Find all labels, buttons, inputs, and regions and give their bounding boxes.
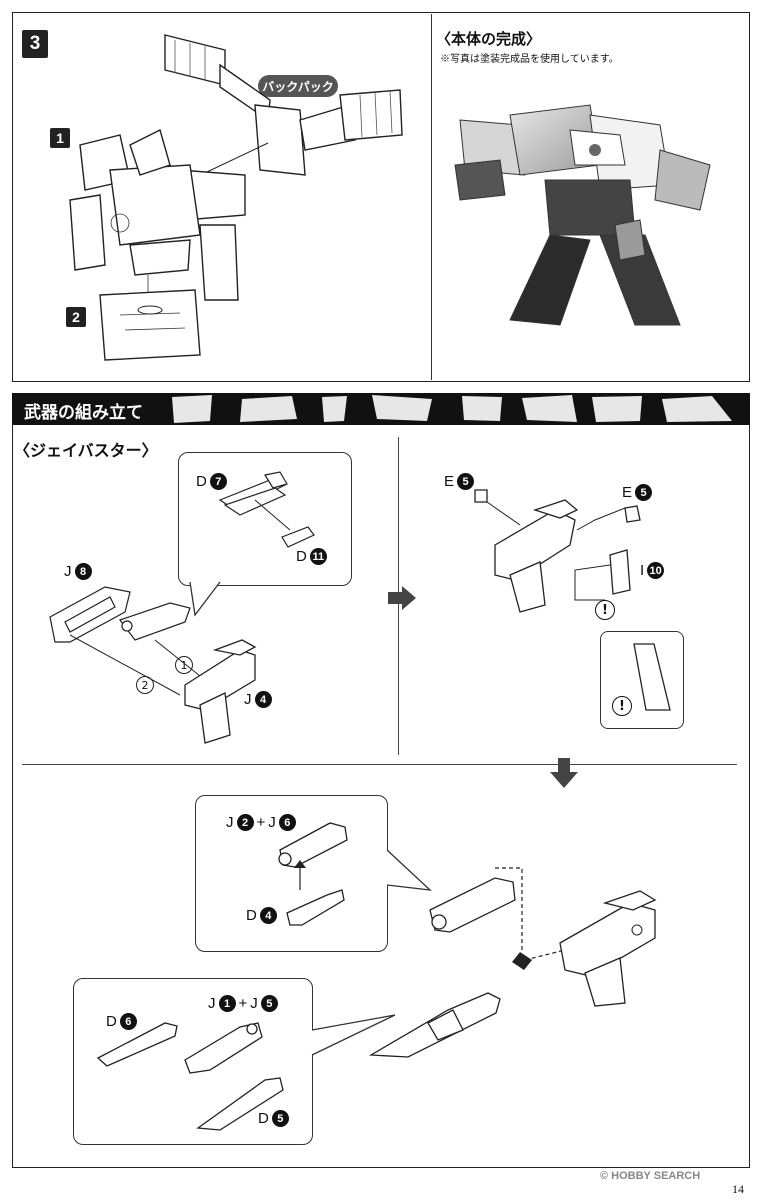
section-title: 武器の組み立て	[24, 403, 143, 422]
part-d11	[281, 526, 315, 548]
complete-title: 〈本体の完成〉	[436, 31, 542, 48]
part-barrel-assembled	[429, 877, 516, 933]
part-d4	[286, 889, 345, 926]
completed-robot-photo	[454, 104, 711, 326]
part-middle-assembly	[119, 602, 191, 641]
header-brush-pattern	[172, 395, 732, 423]
part-d6	[96, 1022, 178, 1067]
part-j8	[49, 586, 131, 643]
assembly-lines-left	[69, 634, 206, 696]
weapon-horizontal-divider	[22, 764, 737, 765]
page-number: 14	[732, 1182, 744, 1196]
step3-frame	[12, 12, 750, 382]
bubble-tail-3	[311, 1014, 396, 1056]
part-j1-j5	[184, 1022, 263, 1074]
part-d7	[218, 471, 291, 531]
arrow-right-icon	[388, 586, 416, 610]
watermark: © HOBBY SEARCH	[600, 1170, 701, 1182]
warning-icon-top: !	[595, 600, 615, 620]
part-i10-detail	[633, 643, 671, 711]
weapon-frame	[12, 425, 750, 1168]
sub-step-1-badge: 1	[50, 128, 70, 148]
weapon-subtitle: 〈ジェイバスター〉	[14, 443, 158, 460]
sub-step-2-badge: 2	[66, 307, 86, 327]
robot-upper-body-illustration	[69, 128, 246, 361]
order-mark-1: 1	[175, 656, 193, 674]
arrow-down-icon	[550, 758, 578, 788]
step-number-badge: 3	[22, 30, 48, 58]
backpack-illustration	[164, 34, 403, 181]
assembly-arrow-up	[294, 860, 306, 890]
step3-divider	[431, 14, 432, 380]
part-gun-body-final	[559, 890, 657, 1007]
part-j2-j6-barrel	[278, 822, 348, 868]
complete-note: ※写真は塗装完成品を使用しています。	[440, 54, 619, 65]
weapon-section-header: 武器の組み立て	[12, 393, 750, 425]
order-mark-2: 2	[136, 676, 154, 694]
part-assembled-gun-right	[474, 489, 641, 613]
backpack-label: バックパック	[258, 75, 338, 97]
bubble-tail	[189, 581, 221, 617]
bubble-tail-2	[386, 849, 432, 891]
warning-icon-bottom: !	[612, 696, 632, 716]
part-long-barrel	[368, 992, 501, 1058]
part-d5	[196, 1077, 284, 1131]
part-j4-gun-body	[184, 639, 257, 744]
